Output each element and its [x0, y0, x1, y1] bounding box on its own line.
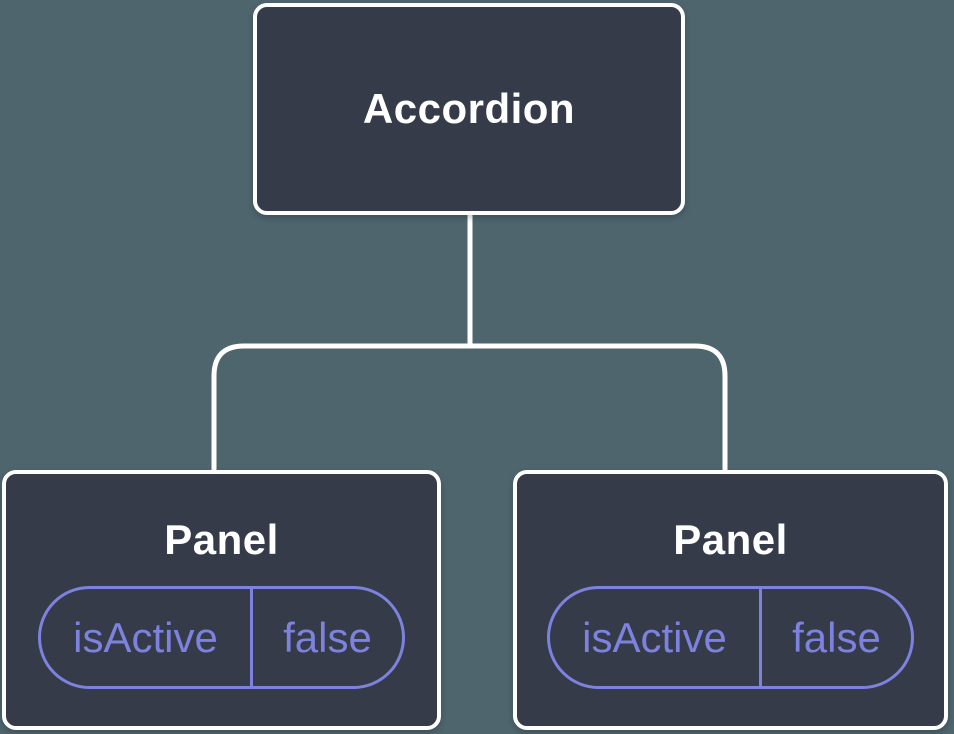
- node-label-accordion: Accordion: [362, 85, 576, 132]
- state-pill-2: isActive false: [547, 586, 914, 689]
- tree-node-accordion: Accordion: [253, 3, 685, 215]
- state-value-1: false: [283, 613, 372, 661]
- state-key-1: isActive: [41, 589, 253, 686]
- node-label-panel-2: Panel: [673, 516, 788, 563]
- connector-bracket: [211, 343, 728, 473]
- tree-node-panel-2: Panel isActive false: [513, 470, 948, 730]
- state-value-2: false: [792, 613, 881, 661]
- node-label-panel-1: Panel: [164, 516, 279, 563]
- state-key-2: isActive: [550, 589, 762, 686]
- state-pill-1: isActive false: [38, 586, 405, 689]
- tree-node-panel-1: Panel isActive false: [2, 470, 441, 730]
